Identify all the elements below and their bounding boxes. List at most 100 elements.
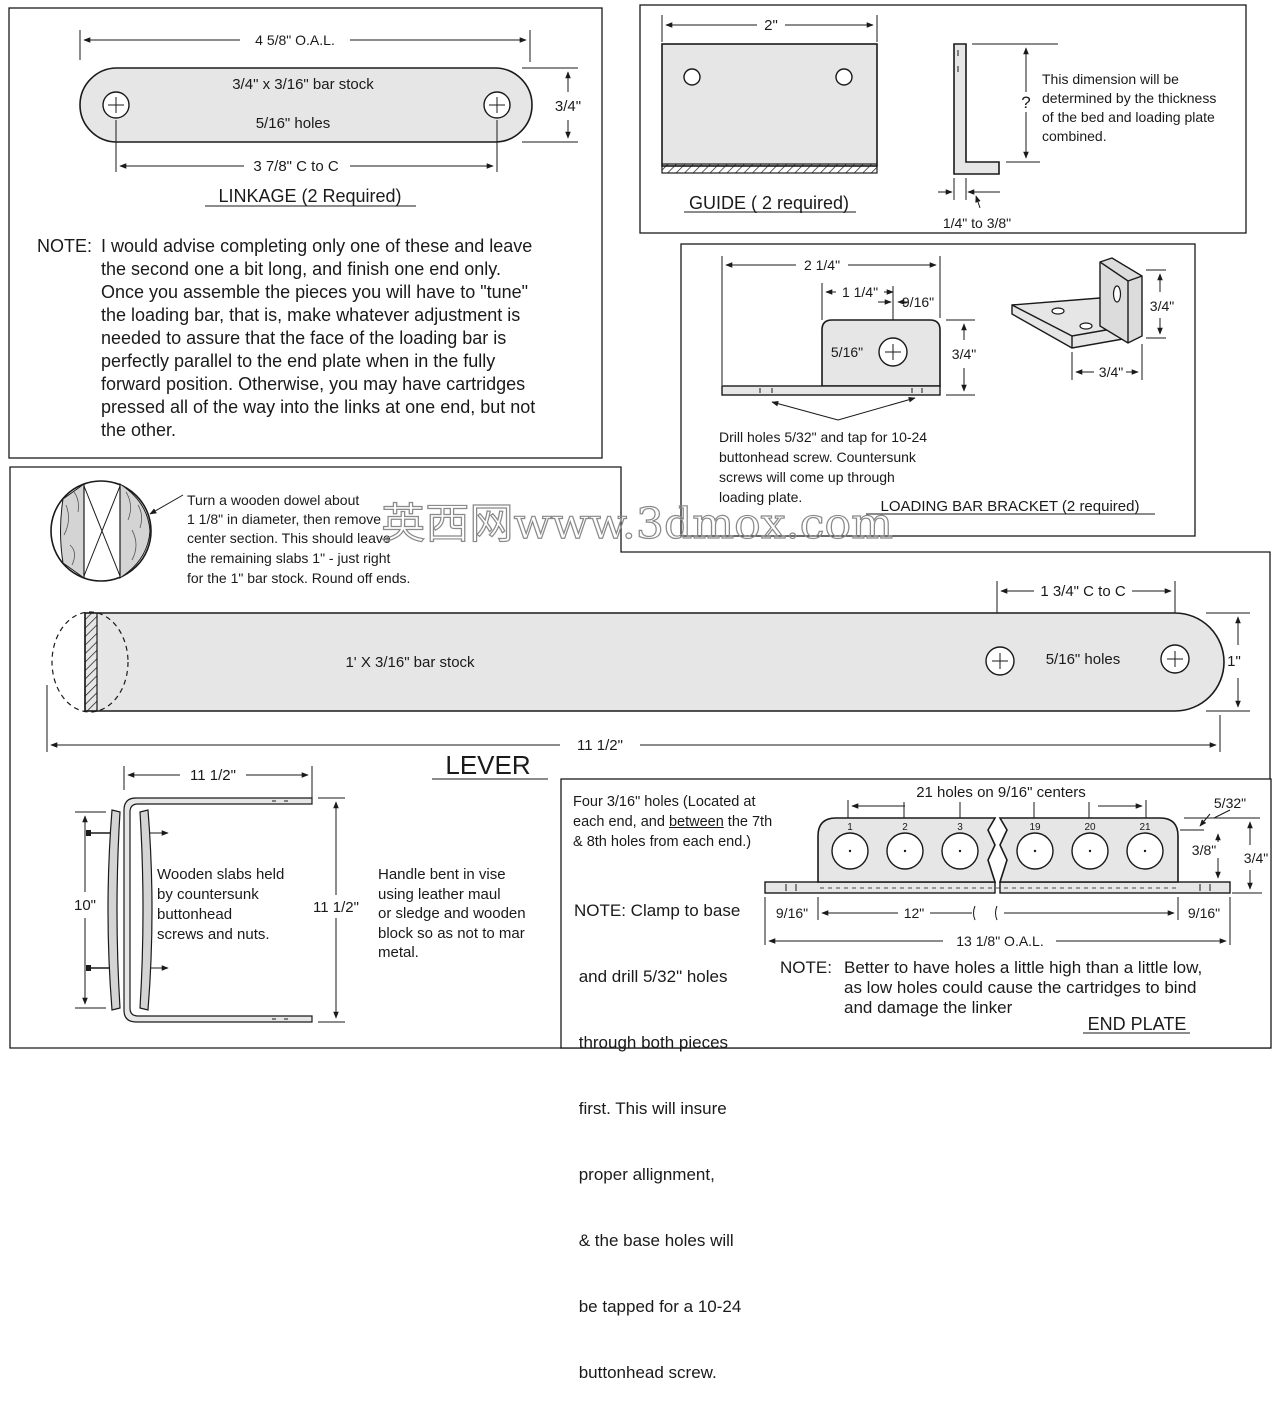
handle-drawing <box>75 766 345 1023</box>
endplate-note-label: NOTE: <box>780 958 832 977</box>
handle-bent-3: block so as not to mar <box>378 925 525 942</box>
lever-length: 11 1/2" <box>577 737 623 754</box>
linkage-note-line: the second one a bit long, and finish on… <box>101 259 501 279</box>
linkage-holes: 5/16" holes <box>256 115 331 132</box>
linkage-note-line: forward position. Otherwise, you may hav… <box>101 374 526 394</box>
linkage-note-lines: I would advise completing only one of th… <box>101 235 535 442</box>
endplate-holes-note-line: & 8th holes from each end.) <box>573 834 752 850</box>
endplate-note-0: Better to have holes a little high than … <box>844 958 1202 977</box>
endplate-clamp-line: NOTE: Clamp to base <box>574 901 741 920</box>
bracket-base-plate <box>721 385 941 396</box>
linkage-note-line: Once you assemble the pieces you will ha… <box>101 282 529 302</box>
linkage-panel <box>8 7 603 459</box>
linkage-height: 3/4" <box>555 98 581 115</box>
lever-panel <box>9 466 1271 1049</box>
handle-bent-4: metal. <box>378 944 419 961</box>
handle-bent-1: using leather maul <box>378 886 501 903</box>
dowel-note-2: center section. This should leave <box>187 530 391 546</box>
bracket-iso-height: 3/4" <box>1150 298 1174 314</box>
handle-slab-2: buttonhead <box>157 906 232 923</box>
handle-slab-0: Wooden slabs held <box>157 866 284 883</box>
watermark: 英西网www.3dmox.com <box>381 499 893 548</box>
linkage-oal: 4 5/8" O.A.L. <box>255 32 335 48</box>
handle-bent-bar <box>123 797 313 1023</box>
endplate-hole-1: 1 <box>847 822 853 833</box>
linkage-drawing <box>79 30 578 207</box>
endplate-hole-2: 2 <box>902 822 908 833</box>
dowel-note-1: 1 1/8" in diameter, then remove <box>187 511 381 527</box>
endplate-clamp-line: and drill 5/32" holes <box>574 967 728 986</box>
guide-hole-right <box>835 68 853 86</box>
handle-slab-left <box>107 809 121 1011</box>
endplate-clamp-line: & the base holes will <box>574 1231 734 1250</box>
guide-question: ? <box>1021 93 1030 112</box>
endplate-base <box>764 881 996 894</box>
guide-note-3: combined. <box>1042 128 1107 144</box>
dowel-note-0: Turn a wooden dowel about <box>187 492 359 508</box>
guide-note-2: of the bed and loading plate <box>1042 109 1215 125</box>
endplate-note-1: as low holes could cause the cartridges … <box>844 978 1196 997</box>
technical-drawing: 4 5/8" O.A.L. 3/4" x 3/16" bar stock 5/1… <box>8 4 1272 1049</box>
endplate-holes <box>831 832 1164 870</box>
endplate-hole-19: 19 <box>1029 822 1041 833</box>
guide-drawing <box>661 15 1058 213</box>
bracket-length: 2 1/4" <box>804 257 840 273</box>
guide-thickness: 1/4" to 3/8" <box>943 215 1011 231</box>
guide-width: 2" <box>764 17 778 34</box>
linkage-note-line: needed to assure that the face of the lo… <box>101 328 507 348</box>
handle-top-dim: 11 1/2" <box>190 767 236 784</box>
linkage-note-line: perfectly parallel to the end plate when… <box>101 351 496 371</box>
endplate-mid-dim: 3/8" <box>1192 842 1216 858</box>
lever-height: 1" <box>1227 653 1241 670</box>
guide-note-0: This dimension will be <box>1042 71 1179 87</box>
lever-drawing <box>46 581 1250 780</box>
endplate-clamp-note: NOTE: Clamp to base and drill 5/32" hole… <box>574 856 741 1406</box>
lever-title: LEVER <box>445 750 530 780</box>
lever-bar <box>84 612 1225 712</box>
bracket-note-0: Drill holes 5/32" and tap for 10-24 <box>719 429 927 445</box>
endplate-clamp-line: be tapped for a 10-24 <box>574 1297 742 1316</box>
endplate-holes-note: Four 3/16" holes (Located at each end, a… <box>573 792 772 852</box>
endplate-drawing <box>764 800 1262 1034</box>
dowel-cross-section <box>50 480 184 582</box>
endplate-height: 3/4" <box>1244 850 1268 866</box>
linkage-ctoc: 3 7/8" C to C <box>253 158 339 175</box>
handle-slab-1: by countersunk <box>157 886 259 903</box>
bracket-drawing <box>721 256 1166 515</box>
endplate-holes-note-emphasis: between <box>668 814 724 830</box>
bracket-hole-size: 5/16" <box>831 344 863 360</box>
endplate-title: END PLATE <box>1088 1014 1187 1034</box>
endplate-holes-note-line: Four 3/16" holes (Located at <box>573 794 756 810</box>
handle-bent-0: Handle bent in vise <box>378 866 506 883</box>
dowel-note-4: for the 1" bar stock. Round off ends. <box>187 570 410 586</box>
endplate-oal: 13 1/8" O.A.L. <box>956 933 1043 949</box>
endplate-centers: 21 holes on 9/16" centers <box>916 784 1086 801</box>
endplate-span: 12" <box>904 905 925 921</box>
endplate-clamp-line: proper allignment, <box>574 1165 715 1184</box>
handle-left-dim: 10" <box>74 897 96 914</box>
guide-note-1: determined by the thickness <box>1042 90 1216 106</box>
linkage-note-line: the other. <box>101 420 177 440</box>
linkage-note-line: I would advise completing only one of th… <box>101 236 533 256</box>
endplate-left-dim: 9/16" <box>776 905 808 921</box>
bracket-height-side: 3/4" <box>952 346 976 362</box>
guide-plate <box>661 43 878 167</box>
linkage-bar <box>79 67 533 143</box>
linkage-note-label: NOTE: <box>37 236 93 256</box>
handle-slab-3: screws and nuts. <box>157 926 270 943</box>
guide-angle-profile <box>953 43 1000 175</box>
guide-title: GUIDE ( 2 required) <box>689 193 849 213</box>
lever-stock: 1' X 3/16" bar stock <box>345 654 475 671</box>
lever-holes: 5/16" holes <box>1046 651 1121 668</box>
linkage-note-line: pressed all of the way into the links at… <box>101 397 536 417</box>
linkage-note-line: the loading bar, that is, make whatever … <box>101 305 521 325</box>
endplate-hole-3: 3 <box>957 822 963 833</box>
endplate-hole-20: 20 <box>1084 822 1096 833</box>
handle-bent-2: or sledge and wooden <box>378 905 526 922</box>
endplate-hole-21: 21 <box>1139 822 1151 833</box>
handle-right-dim: 11 1/2" <box>313 899 359 916</box>
bracket-note-1: buttonhead screw. Countersunk <box>719 449 917 465</box>
lever-ctoc: 1 3/4" C to C <box>1040 583 1126 600</box>
endplate-clamp-line: buttonhead screw. <box>574 1363 717 1382</box>
endplate-small-dim: 5/32" <box>1214 795 1246 811</box>
